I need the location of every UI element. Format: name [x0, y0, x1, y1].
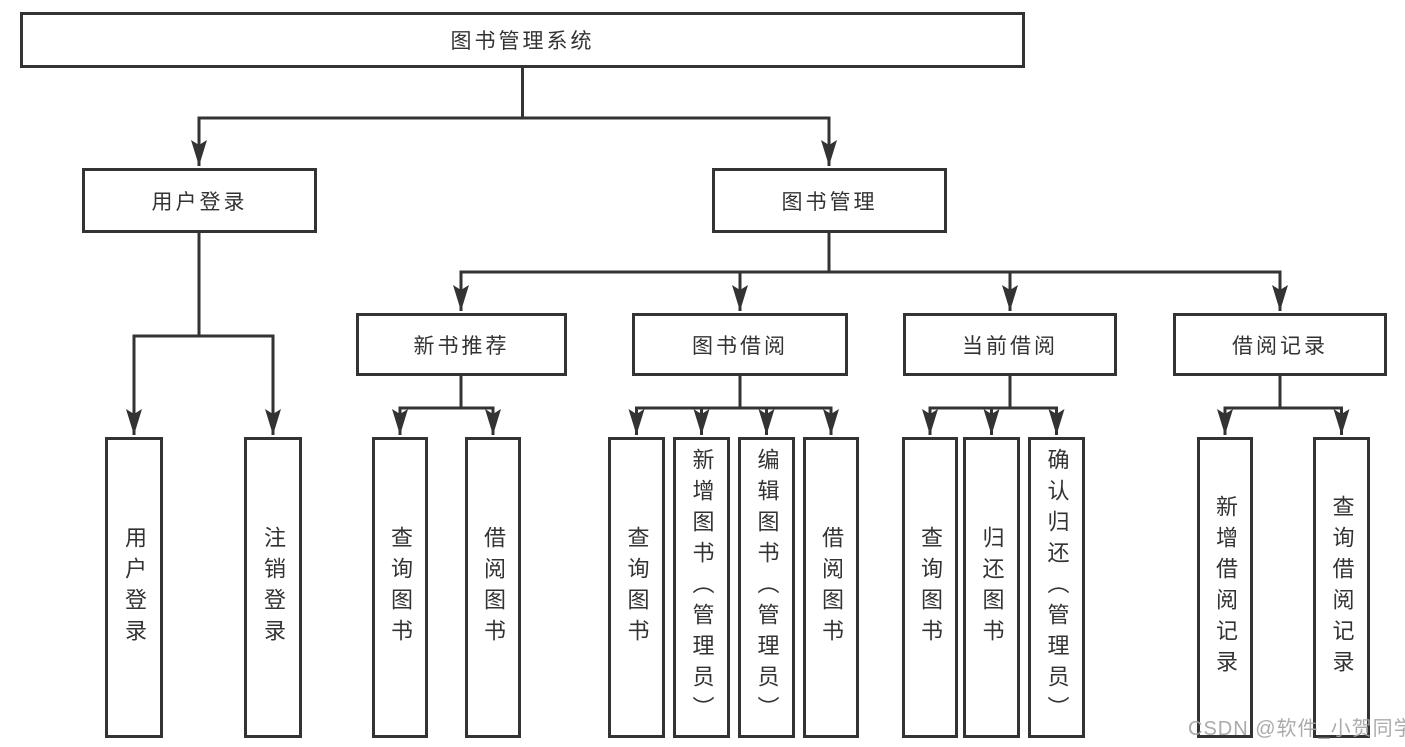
node-user-login: 用户登录 — [82, 168, 317, 233]
leaf-borrow-query-books: 查询图书 — [608, 437, 665, 738]
leaf-current-confirm-return-admin: 确认归还（管理员） — [1028, 437, 1085, 738]
leaf-label: 用户登录 — [122, 525, 147, 650]
leaf-label: 新增图书（管理员） — [689, 448, 715, 727]
leaf-record-add-borrow-record: 新增借阅记录 — [1197, 437, 1253, 738]
leaf-newbook-borrow-books: 借阅图书 — [465, 437, 521, 738]
leaf-label: 借阅图书 — [819, 525, 844, 650]
leaf-newbook-query-books: 查询图书 — [372, 437, 428, 738]
leaf-label: 确认归还（管理员） — [1044, 448, 1070, 727]
leaf-label: 新增借阅记录 — [1213, 494, 1238, 681]
leaf-label: 查询图书 — [918, 525, 943, 650]
leaf-record-query-borrow-record: 查询借阅记录 — [1313, 437, 1370, 738]
leaf-user-login: 用户登录 — [105, 437, 163, 738]
node-current-borrowing: 当前借阅 — [903, 313, 1117, 376]
node-book-borrowing: 图书借阅 — [632, 313, 848, 376]
leaf-label: 查询借阅记录 — [1329, 494, 1355, 681]
leaf-label: 借阅图书 — [481, 525, 506, 650]
leaf-label: 编辑图书（管理员） — [754, 448, 780, 727]
leaf-borrow-edit-books-admin: 编辑图书（管理员） — [738, 437, 795, 738]
leaf-label: 注销登录 — [261, 525, 286, 650]
csdn-watermark: CSDN @软件_小贺同学 — [1188, 718, 1405, 740]
node-library-management-system: 图书管理系统 — [20, 12, 1025, 68]
node-new-book-recommend: 新书推荐 — [356, 313, 567, 376]
node-borrowing-records: 借阅记录 — [1173, 313, 1387, 376]
leaf-label: 查询图书 — [388, 525, 413, 650]
leaf-current-query-books: 查询图书 — [902, 437, 958, 738]
leaf-borrow-borrow-books: 借阅图书 — [803, 437, 859, 738]
leaf-label: 查询图书 — [624, 525, 650, 650]
leaf-borrow-add-books-admin: 新增图书（管理员） — [673, 437, 730, 738]
leaf-current-return-books: 归还图书 — [963, 437, 1020, 738]
leaf-label: 归还图书 — [979, 525, 1005, 650]
leaf-logout: 注销登录 — [244, 437, 302, 738]
node-book-management: 图书管理 — [712, 168, 947, 233]
